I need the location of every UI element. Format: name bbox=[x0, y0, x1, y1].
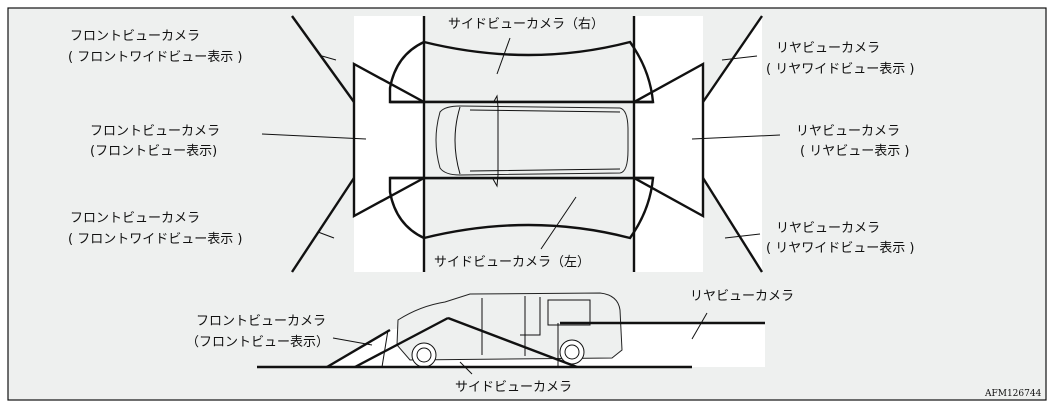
label-rear-view-1: リヤビューカメラ bbox=[796, 124, 900, 139]
side-view-diagram bbox=[257, 292, 765, 375]
side-left-zone bbox=[388, 176, 655, 240]
label-front-view-2: (フロントビュー表示) bbox=[90, 144, 217, 159]
label-rear-wide-lower-2: ( リヤワイドビュー表示 ) bbox=[766, 241, 914, 256]
label-front-wide-lower-1: フロントビューカメラ bbox=[70, 211, 200, 226]
label-side-rear-view: リヤビューカメラ bbox=[690, 289, 794, 304]
label-side-left: サイドビューカメラ（左） bbox=[434, 255, 590, 270]
car-top-view bbox=[435, 94, 629, 188]
label-front-wide-lower-2: ( フロントワイドビュー表示 ) bbox=[68, 232, 242, 247]
label-side-right: サイドビューカメラ（右） bbox=[448, 17, 604, 32]
side-right-zone bbox=[388, 40, 655, 104]
leader-lines bbox=[261, 37, 781, 250]
figure-code: AFM126744 bbox=[984, 389, 1042, 399]
label-front-view-1: フロントビューカメラ bbox=[90, 124, 220, 139]
front-view-zone bbox=[352, 61, 425, 219]
label-rear-wide-upper-2: ( リヤワイドビュー表示 ) bbox=[766, 62, 914, 77]
car-side-view bbox=[396, 292, 623, 368]
label-rear-view-2: ( リヤビュー表示 ) bbox=[800, 144, 909, 159]
top-view-diagram bbox=[290, 15, 764, 273]
label-side-view-camera: サイドビューカメラ bbox=[455, 380, 572, 395]
label-front-wide-upper-1: フロントビューカメラ bbox=[70, 29, 200, 44]
label-side-front-view-2: （フロントビュー表示） bbox=[186, 335, 329, 350]
label-rear-wide-lower-1: リヤビューカメラ bbox=[776, 221, 880, 236]
label-front-wide-upper-2: ( フロントワイドビュー表示 ) bbox=[68, 50, 242, 65]
label-side-front-view-1: フロントビューカメラ bbox=[196, 314, 326, 329]
rear-view-zone bbox=[633, 61, 705, 219]
label-rear-wide-upper-1: リヤビューカメラ bbox=[776, 41, 880, 56]
